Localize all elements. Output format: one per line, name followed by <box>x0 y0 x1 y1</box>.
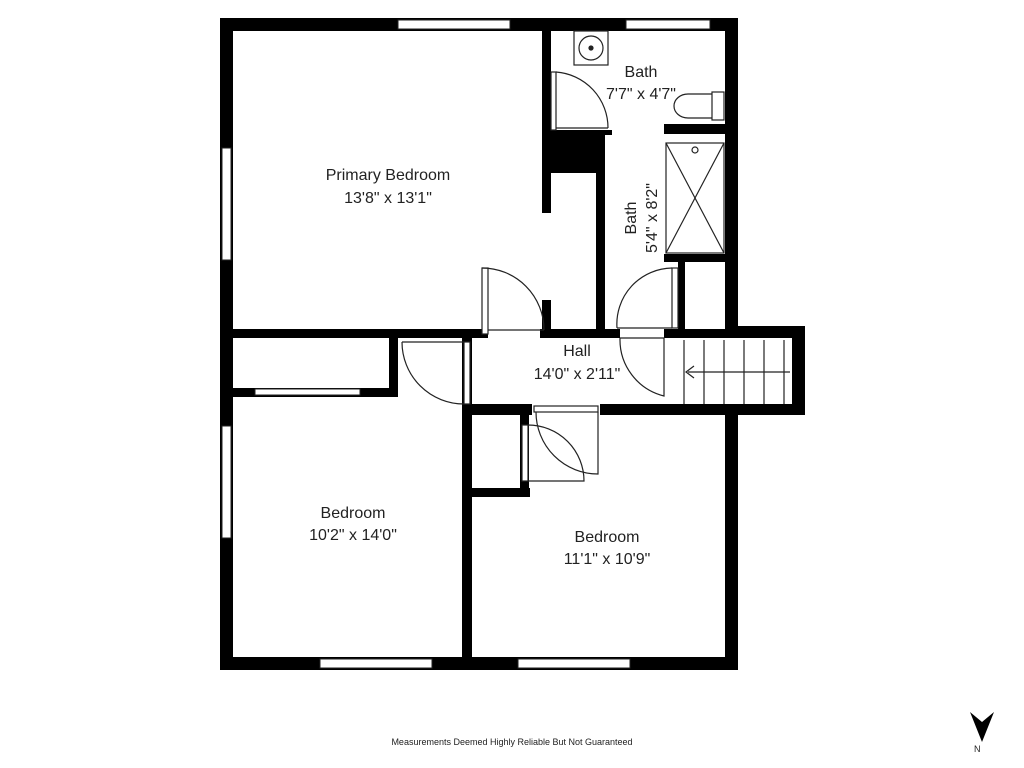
sink-vanity <box>573 30 609 66</box>
door-swing-bedroom-right <box>535 411 599 475</box>
exterior-wall-bottom <box>220 657 738 670</box>
window-top-bath <box>625 19 711 30</box>
room-name-hall: Hall <box>563 343 591 360</box>
window-left-primary <box>221 147 232 261</box>
door-swing-bath-side <box>616 267 673 329</box>
exterior-wall-right-upper <box>725 18 738 338</box>
room-size-primary-bedroom: 13'8" x 13'1" <box>344 190 432 207</box>
door-swing-hall-right <box>619 337 665 397</box>
room-labels: Primary Bedroom 13'8" x 13'1" Bath 7'7" … <box>309 64 676 568</box>
sink-basin-icon <box>578 35 604 61</box>
room-size-hall: 14'0" x 2'11" <box>534 366 621 383</box>
door-linen[interactable] <box>463 341 471 405</box>
room-name-primary-bedroom: Primary Bedroom <box>326 167 450 184</box>
door-swing-primary <box>481 267 545 331</box>
wall-closet2-bottom <box>462 488 530 497</box>
wall-closet-left <box>542 173 551 213</box>
wall-closet-small-left <box>678 262 685 334</box>
wall-bath-top-bottom-left <box>542 130 612 135</box>
windows <box>221 19 711 669</box>
stair-wall-top <box>725 326 805 338</box>
wall-bedroom-divider <box>462 338 472 670</box>
doors <box>401 71 679 482</box>
stair-wall-right <box>792 326 805 415</box>
wall-closet-block <box>542 133 600 173</box>
fixtures <box>573 30 790 404</box>
door-primary[interactable] <box>481 267 489 335</box>
window-bottom-right <box>517 658 631 669</box>
wall-shower-bottom <box>664 254 734 262</box>
stair-wall-bottom <box>600 404 805 415</box>
door-bedroom-right[interactable] <box>533 405 599 413</box>
toilet-tank <box>711 91 725 121</box>
toilet-bowl-icon <box>673 93 712 119</box>
door-closet2[interactable] <box>521 424 529 482</box>
stairs <box>683 340 790 404</box>
wall-hall-bottom <box>462 404 532 415</box>
exterior-wall-left <box>220 18 233 670</box>
room-name-bath-top: Bath <box>625 64 658 81</box>
stair-arrow-icon <box>685 365 695 379</box>
room-size-bedroom-right: 11'1" x 10'9" <box>564 551 651 568</box>
wall-closet-left-lower <box>542 300 551 335</box>
walls <box>220 18 805 670</box>
wall-bath-top-bottom <box>664 124 734 134</box>
room-size-bath-top: 7'7" x 4'7" <box>606 86 676 103</box>
door-swing-linen <box>401 341 465 405</box>
window-closet-left <box>254 388 361 396</box>
room-name-bath-side: Bath <box>623 202 640 235</box>
room-name-bedroom-right: Bedroom <box>575 529 640 546</box>
shower-head-icon <box>691 146 699 154</box>
door-bath-top[interactable] <box>550 71 557 131</box>
shower-stall <box>665 142 725 254</box>
exterior-wall-right-lower <box>725 405 738 670</box>
door-swing-bath-top <box>555 71 609 129</box>
wall-primary-right <box>542 18 551 133</box>
room-size-bath-side: 5'4" x 8'2" <box>644 183 661 253</box>
window-top-primary <box>397 19 511 30</box>
north-label: N <box>974 744 981 754</box>
door-bath-side[interactable] <box>671 267 679 329</box>
wall-hall-top <box>540 329 620 338</box>
wall-linen-right <box>389 329 398 397</box>
wall-linen-top <box>220 329 398 338</box>
door-swing-closet2 <box>527 424 585 482</box>
disclaimer-text: Measurements Deemed Highly Reliable But … <box>391 737 633 747</box>
window-left-bedroom <box>221 425 232 539</box>
room-name-bedroom-left: Bedroom <box>321 505 386 522</box>
wall-hall-top-right <box>664 329 734 338</box>
window-bottom-left <box>319 658 433 669</box>
north-arrow-icon <box>970 712 994 742</box>
room-size-bedroom-left: 10'2" x 14'0" <box>309 527 397 544</box>
wall-closet-right <box>596 133 605 333</box>
